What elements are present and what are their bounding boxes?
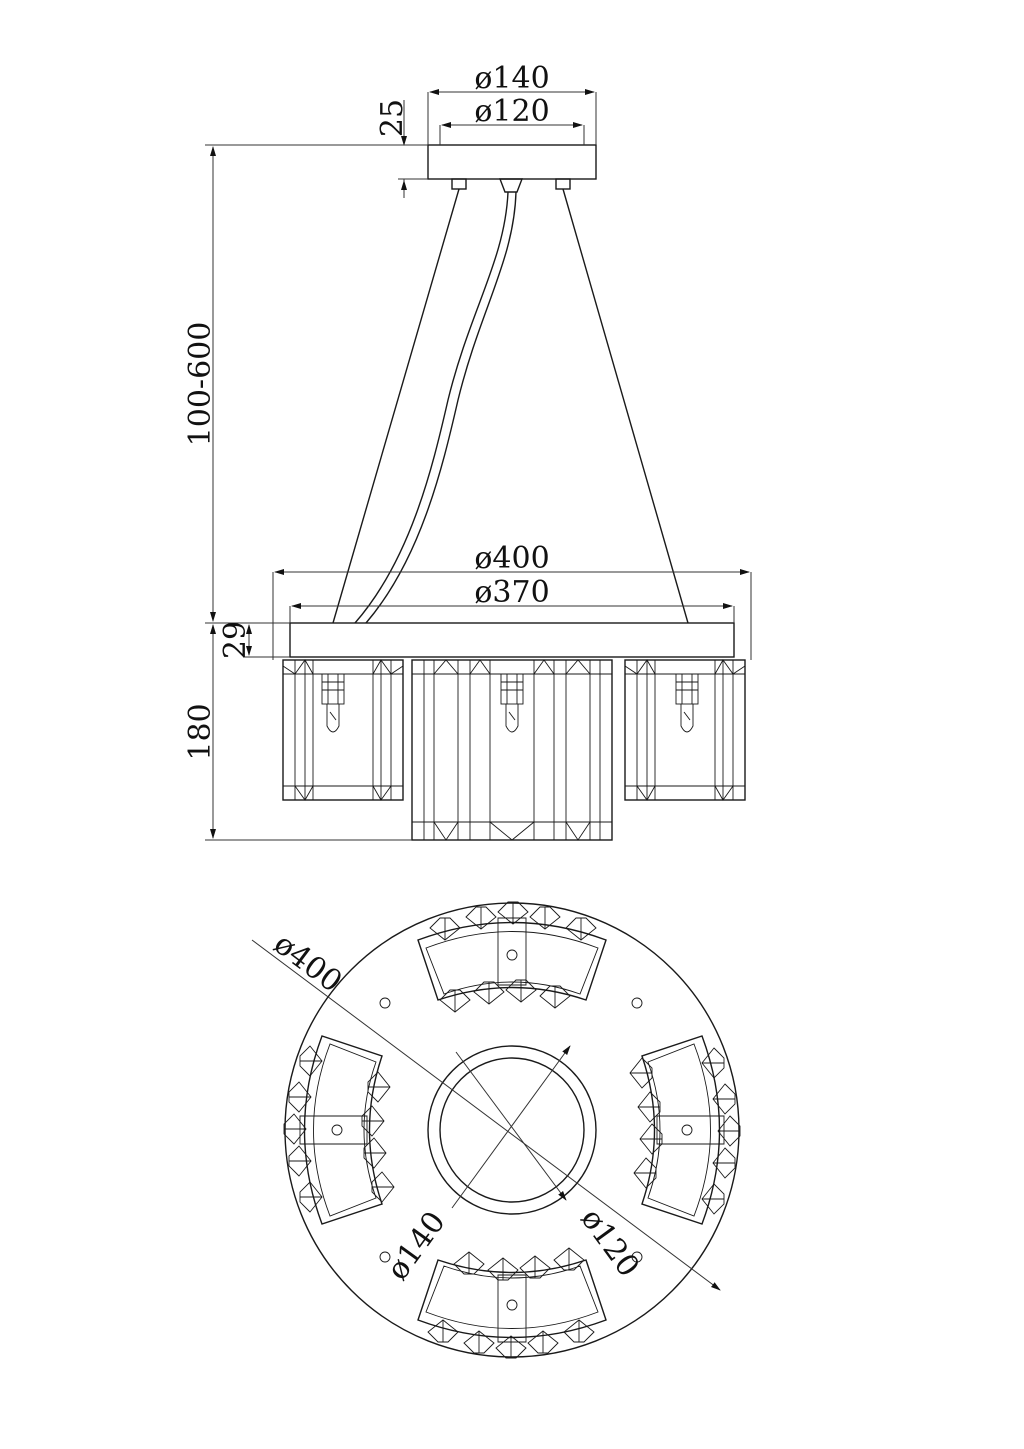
- top-canopy-outer: [427, 1045, 597, 1215]
- dim-canopy-inner-label: ø120: [474, 94, 549, 129]
- dim-suspension-length-label: 100-600: [183, 322, 218, 447]
- dim-frame-outer-label: ø400: [474, 541, 549, 576]
- dim-shade-height-label: 180: [183, 703, 218, 760]
- dim-top-overall-label: ø400: [267, 926, 348, 999]
- mount-hole: [631, 1251, 643, 1263]
- right-shade: [630, 1036, 740, 1224]
- dim-top-canopy-inner-label: ø120: [574, 1202, 647, 1284]
- top-canopy-inner: [439, 1057, 585, 1203]
- top-outer-ring: [284, 902, 740, 1358]
- top-view: ø400 ø120 ø140: [251, 901, 740, 1358]
- wire-left: [332, 188, 460, 624]
- power-cord: [354, 191, 509, 624]
- top-shade: [417, 901, 607, 1013]
- side-view: ø140 ø120 25 100-600: [183, 61, 752, 841]
- dim-top-diameter-line: [251, 939, 721, 1291]
- bottom-shade: [418, 1248, 606, 1358]
- shade-left: [282, 659, 404, 801]
- dim-canopy-height-label: 25: [375, 99, 410, 137]
- mount-hole: [379, 1251, 391, 1263]
- canopy-screw-left: [451, 178, 467, 190]
- dim-top-canopy-outer-label: ø140: [380, 1205, 453, 1287]
- canopy: [427, 144, 597, 180]
- dim-frame-height-label: 29: [218, 621, 253, 659]
- left-shade: [284, 1036, 394, 1224]
- mount-hole: [631, 997, 643, 1009]
- dim-canopy-inner: ø120: [439, 94, 585, 145]
- mount-hole: [379, 997, 391, 1009]
- frame-ring: [289, 622, 735, 658]
- canopy-screw-right: [555, 178, 571, 190]
- dim-canopy-outer: ø140: [427, 61, 597, 145]
- shade-center: [411, 659, 613, 841]
- wire-right: [562, 188, 689, 624]
- dim-canopy-outer-label: ø140: [474, 61, 549, 96]
- shade-right: [624, 659, 746, 801]
- cable-gland: [498, 178, 524, 193]
- dim-frame-inner-label: ø370: [474, 575, 549, 610]
- dim-frame-outer: ø400: [272, 541, 752, 660]
- dim-suspension-length: 100-600: [183, 144, 428, 624]
- dim-frame-height: 29: [218, 621, 290, 659]
- dim-canopy-height: 25: [375, 99, 428, 198]
- dim-shade-height: 180: [183, 624, 412, 841]
- dim-frame-inner: ø370: [289, 575, 735, 623]
